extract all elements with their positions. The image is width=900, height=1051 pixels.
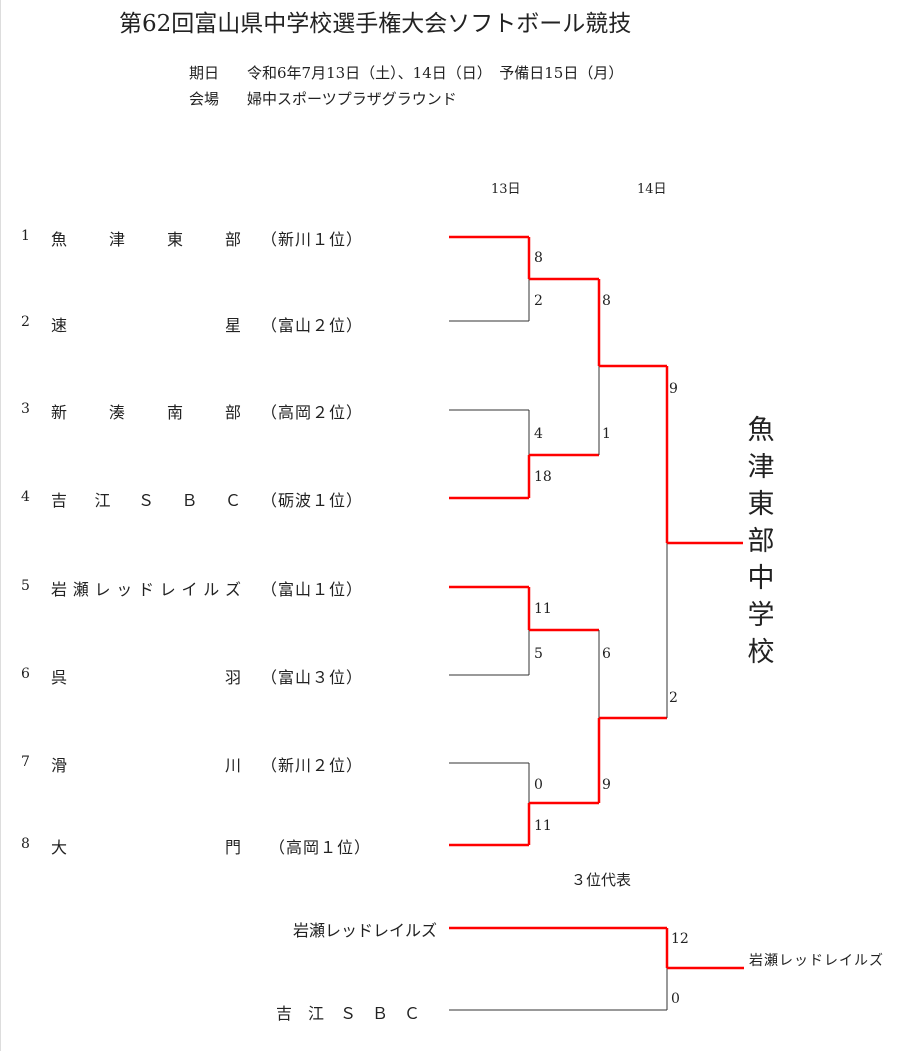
match-score: 8 <box>602 293 611 309</box>
team-name: 滑川 <box>51 756 241 775</box>
match-score: 11 <box>534 818 552 834</box>
team-name: 速星 <box>51 316 241 335</box>
match-score: 8 <box>534 250 543 266</box>
team-name: 吉江ＳＢＣ <box>51 491 241 510</box>
team-name: 魚津東部 <box>51 230 241 249</box>
third-team-a: 岩瀬レッドレイルズ <box>292 921 437 940</box>
team-region: （高岡１位） <box>269 838 372 857</box>
team-region: （新川２位） <box>261 756 364 775</box>
team-seed: 6 <box>21 666 30 682</box>
third-team-b: 吉 江 Ｓ Ｂ Ｃ <box>275 1004 420 1023</box>
team-seed: 2 <box>21 314 30 330</box>
match-score: 2 <box>534 293 543 309</box>
third-place-label: ３位代表 <box>571 871 632 889</box>
venue-value: 婦中スポーツプラザグラウンド <box>247 90 457 108</box>
team-region: （富山３位） <box>261 668 364 687</box>
team-name: 岩瀬レッドレイルズ <box>51 580 241 599</box>
third-score-b: 0 <box>671 991 680 1007</box>
day-label-14: 14日 <box>637 182 667 197</box>
match-score: 18 <box>534 469 552 485</box>
schedule-label: 期日 <box>189 64 220 82</box>
match-score: 6 <box>602 646 611 662</box>
match-score: 4 <box>534 426 543 442</box>
team-region: （富山２位） <box>261 316 364 335</box>
team-name: 新湊南部 <box>51 403 241 422</box>
match-score: 2 <box>669 690 678 706</box>
match-score: 9 <box>669 381 678 397</box>
day-label-13: 13日 <box>491 182 521 197</box>
champion-name: 魚津東部中学校 <box>747 415 775 668</box>
team-seed: 5 <box>21 578 30 594</box>
team-region: （高岡２位） <box>261 403 364 422</box>
match-score: 11 <box>534 601 552 617</box>
match-score: 5 <box>534 646 543 662</box>
team-seed: 3 <box>21 401 30 417</box>
page-title: 第62回富山県中学校選手権大会ソフトボール競技 <box>119 11 632 37</box>
team-seed: 4 <box>21 489 30 505</box>
third-score-a: 12 <box>671 931 689 947</box>
match-score: 1 <box>602 426 611 442</box>
team-seed: 1 <box>21 228 30 244</box>
match-score: 9 <box>602 777 611 793</box>
team-seed: 7 <box>21 754 30 770</box>
team-region: （新川１位） <box>261 230 364 249</box>
team-name: 呉羽 <box>51 668 241 687</box>
venue-label: 会場 <box>189 90 220 108</box>
team-seed: 8 <box>21 836 30 852</box>
team-name: 大門 <box>51 838 241 857</box>
schedule-value: 令和6年7月13日（土）、14日（日） 予備日15日（月） <box>247 64 624 82</box>
team-region: （砺波１位） <box>261 491 364 510</box>
match-score: 0 <box>534 777 543 793</box>
third-winner: 岩瀬レッドレイルズ <box>749 953 884 969</box>
team-region: （富山１位） <box>261 580 364 599</box>
